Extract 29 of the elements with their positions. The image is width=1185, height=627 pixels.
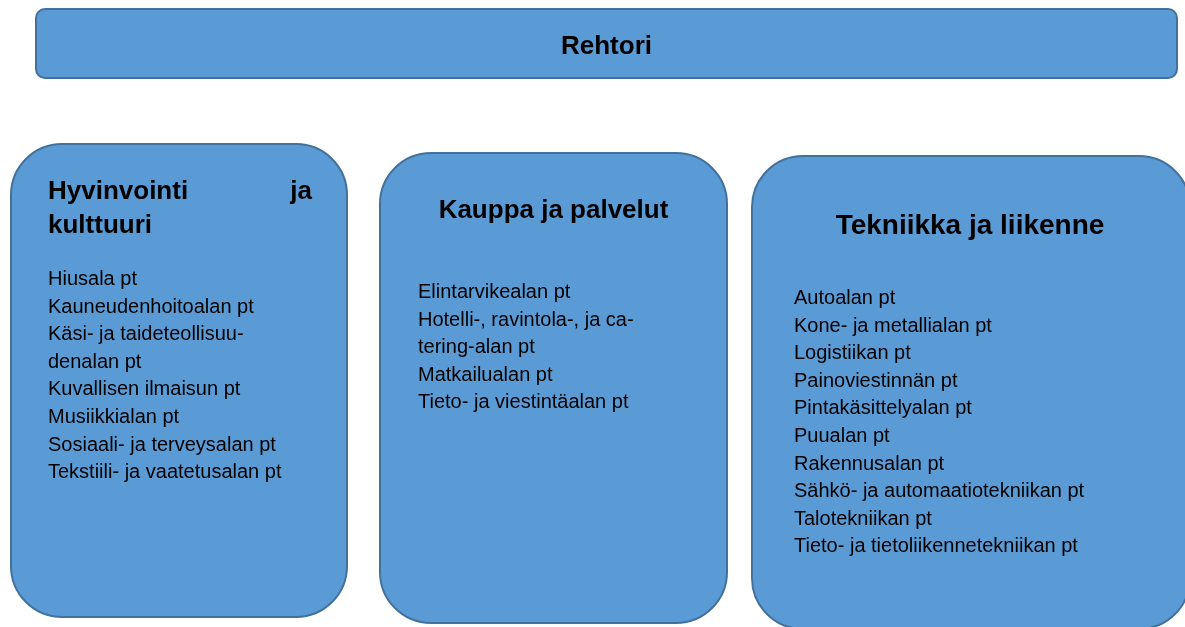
list-item: Kauneudenhoitoalan pt [48, 293, 255, 319]
list-item: Pintakäsittelyalan pt [794, 395, 973, 421]
list-item: Tieto- ja viestintäalan pt [418, 389, 630, 415]
list-item: Autoalan pt [794, 285, 897, 310]
list-item: Painoviestinnän pt [794, 367, 959, 393]
header-box [35, 8, 1178, 79]
rounded-box [10, 143, 348, 618]
list-item: Matkailualan pt [418, 361, 554, 387]
rounded-box [379, 152, 728, 624]
heading: Kauppa ja palvelut [437, 193, 670, 226]
list-item: Musiikkialan pt [48, 403, 181, 429]
heading: Rehtori [560, 29, 653, 62]
list-item: Tieto- ja tietoliikennetekniikan pt [794, 533, 1079, 559]
list-item: Sähkö- ja automaatiotekniikan pt [794, 478, 1086, 504]
list-item: Logistiikan pt [794, 340, 912, 366]
list-item: Kuvallisen ilmaisun pt [48, 376, 242, 402]
rounded-box [751, 155, 1185, 627]
heading: Hyvinvointi ja kulttuuri [48, 174, 312, 241]
list-item: Elintarvikealan pt [418, 279, 572, 304]
list-item: Käsi- ja taideteollisuu- denalan pt [48, 321, 245, 374]
list-item: Kone- ja metallialan pt [794, 312, 993, 338]
list-item: Sosiaali- ja terveysalan pt [48, 431, 277, 457]
list-item: Puualan pt [794, 422, 891, 448]
heading: Tekniikka ja liikenne [834, 208, 1106, 242]
list-item: Rakennusalan pt [794, 450, 946, 476]
list-item: Hotelli-, ravintola-, ja ca- tering-alan pt [418, 306, 635, 360]
list-item: Tekstiili- ja vaatetusalan pt [48, 459, 283, 485]
list-item: Talotekniikan pt [794, 505, 933, 531]
list-item: Hiusala pt [48, 266, 138, 291]
